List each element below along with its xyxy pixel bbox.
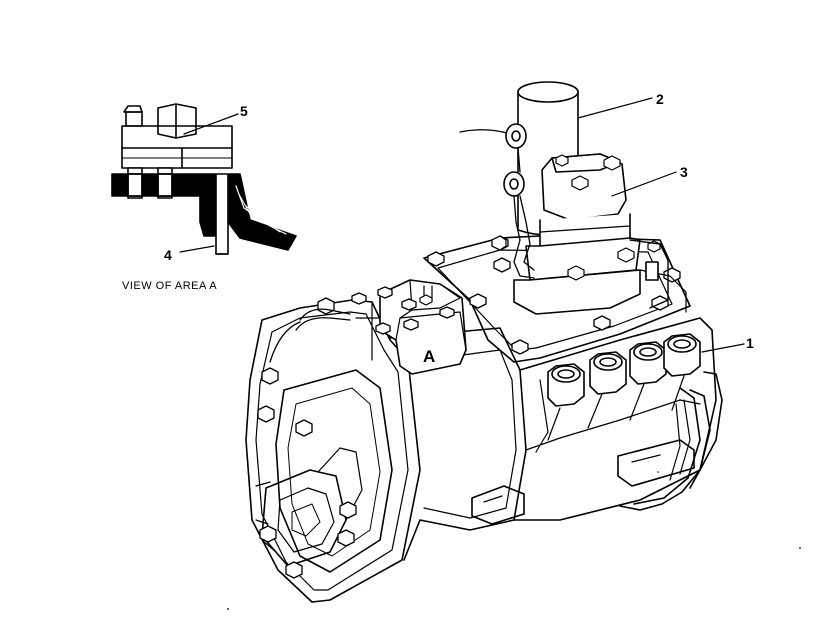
injection-pump-body: [245, 81, 723, 603]
view-caption: VIEW OF AREA A: [122, 280, 217, 292]
leader-3: [611, 171, 677, 197]
leader-2: [577, 97, 653, 119]
callout-5: 5: [240, 103, 248, 119]
callout-1: 1: [746, 335, 754, 351]
callout-3: 3: [680, 164, 688, 180]
leader-4: [179, 245, 215, 253]
area-marker: A: [423, 347, 435, 366]
detail-view-area-a: [111, 103, 297, 255]
callout-4: 4: [164, 247, 172, 263]
leader-5: [183, 113, 239, 135]
callout-2: 2: [656, 91, 664, 107]
leader-1: [701, 343, 745, 353]
